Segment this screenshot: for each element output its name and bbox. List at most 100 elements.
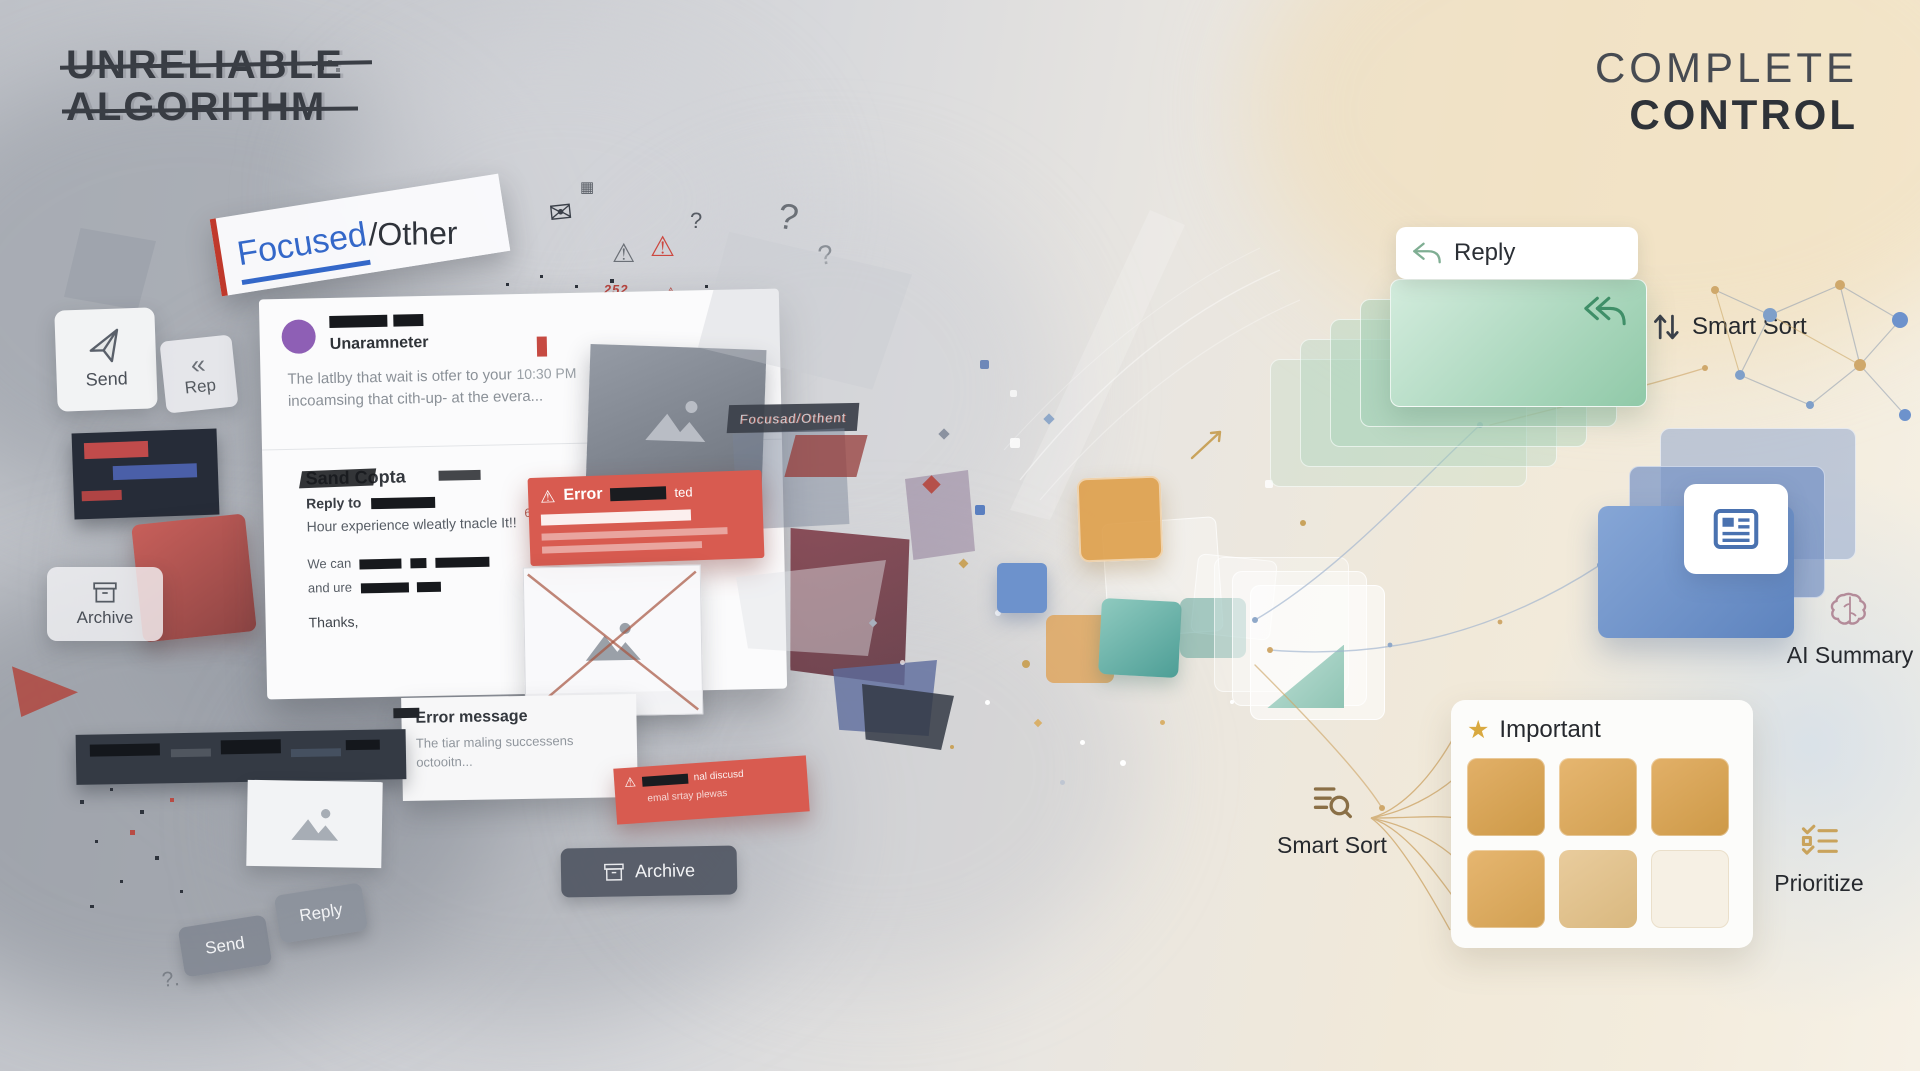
reply-all-icon <box>1584 296 1626 326</box>
archive-button-bottom[interactable]: Archive <box>560 845 738 898</box>
redacted-name <box>329 314 388 329</box>
avatar <box>281 319 317 355</box>
small-image-card <box>246 779 383 869</box>
send-button[interactable]: Send <box>54 307 158 412</box>
orange-square <box>1076 475 1164 563</box>
redacted-line <box>541 541 703 554</box>
important-tile <box>1467 758 1545 836</box>
important-tile <box>1651 758 1729 836</box>
prioritize-label: Prioritize <box>1774 870 1864 896</box>
important-tile <box>1559 758 1637 836</box>
right-title-line1: COMPLETE <box>1594 44 1858 91</box>
particle <box>975 505 985 515</box>
glitch-bar <box>220 739 281 755</box>
reply-button-partial[interactable]: « Rep <box>159 334 239 414</box>
newspaper-icon <box>1713 508 1759 550</box>
error-message-card: Error message The tiar maling successens… <box>393 693 638 802</box>
important-label: Important <box>1499 716 1601 743</box>
star-icon: ★ <box>1467 715 1490 744</box>
email-line-1: Hour experience wleatly tnacle It!! <box>306 514 517 535</box>
glitch-dark-card <box>71 428 220 520</box>
redacted-word <box>435 556 490 568</box>
important-tile <box>1651 850 1729 928</box>
particle <box>1160 720 1165 725</box>
question-mark: ? <box>690 208 703 233</box>
glitch-bar <box>345 739 380 751</box>
email-sender: Unaramneter <box>329 333 429 354</box>
left-title-line2: ALGORITHM <box>66 86 344 129</box>
dark-shard <box>862 684 954 750</box>
reply-bottom-label: Reply <box>297 899 344 926</box>
glitch-scribble <box>393 707 420 719</box>
reply-card-label: Reply <box>1454 239 1516 266</box>
particle <box>1010 390 1017 397</box>
title-debris <box>312 62 316 66</box>
error-banner: ⚠ Error ted <box>527 469 765 567</box>
glitch-bar <box>81 489 122 502</box>
particle <box>900 660 905 665</box>
redacted-text <box>641 773 689 787</box>
archive-icon <box>604 863 624 881</box>
envelope-icon: ✉ <box>547 195 575 230</box>
grey-shard <box>64 228 156 310</box>
important-grid <box>1467 758 1737 928</box>
image-placeholder-icon <box>290 809 338 841</box>
green-card-stack <box>1262 279 1662 509</box>
error-message-line2: octooitn... <box>416 753 473 770</box>
email-snippet-2: incoamsing that cith-up- at the evera... <box>287 387 544 410</box>
redacted-line <box>541 527 728 541</box>
green-card-front <box>1390 279 1647 407</box>
smart-sort-top: Smart Sort <box>1652 312 1807 342</box>
network-graph <box>1711 280 1911 421</box>
email-closing: Thanks, <box>308 613 359 631</box>
glitch-bar <box>83 440 149 460</box>
email-body-row-1: We can <box>307 553 490 572</box>
glitch-bar <box>170 748 211 758</box>
redacted-line <box>540 509 692 526</box>
particle <box>1010 438 1020 448</box>
reply-card[interactable]: Reply <box>1396 227 1638 279</box>
redacted-word <box>359 558 402 569</box>
particle <box>995 610 1001 616</box>
question-mark: ?. <box>160 967 181 992</box>
warning-icon: ⚠ <box>650 231 676 262</box>
send-bottom-label: Send <box>203 933 247 958</box>
newspaper-card <box>1684 484 1788 574</box>
reply-partial-label: Rep <box>183 375 217 398</box>
redacted-word <box>360 581 409 593</box>
ai-summary-feature: AI Summary <box>1768 588 1920 669</box>
redacted-word <box>410 557 427 568</box>
smart-sort-top-label: Smart Sort <box>1692 313 1807 340</box>
redacted-word <box>417 581 442 592</box>
redacted-name <box>393 314 424 327</box>
error-message-title: Error message <box>415 707 528 727</box>
redacted-text <box>610 485 667 501</box>
checklist-icon <box>1801 824 1838 855</box>
image-placeholder-icon <box>645 401 706 443</box>
particle <box>1080 740 1085 745</box>
archive-button[interactable]: Archive <box>47 567 163 641</box>
important-card: ★ Important <box>1451 700 1753 948</box>
email-reply-to-row: Reply to <box>306 493 436 512</box>
image-thumbnail-card <box>585 343 767 497</box>
important-tile <box>1559 850 1637 928</box>
archive-icon <box>93 581 117 603</box>
unread-marker <box>536 336 548 357</box>
redacted-recipient <box>371 496 436 509</box>
light-shard <box>736 560 886 656</box>
gold-fan-lines <box>1370 734 1458 931</box>
glitch-scribble <box>438 469 481 481</box>
left-title: UNRELIABLE ALGORITHM <box>66 44 344 129</box>
blue-square <box>997 563 1047 613</box>
send-button-label: Send <box>85 368 129 390</box>
pixel-debris <box>80 788 183 908</box>
email-body-row-2: and ure <box>308 578 442 596</box>
body-text: and ure <box>307 579 353 596</box>
particle <box>950 745 954 749</box>
particle <box>980 360 989 369</box>
gold-arrow-icon <box>1190 430 1222 460</box>
glitch-scribble <box>299 468 377 489</box>
tab-focused: Focused <box>234 215 372 285</box>
reply-arrow-icon <box>1413 242 1441 264</box>
